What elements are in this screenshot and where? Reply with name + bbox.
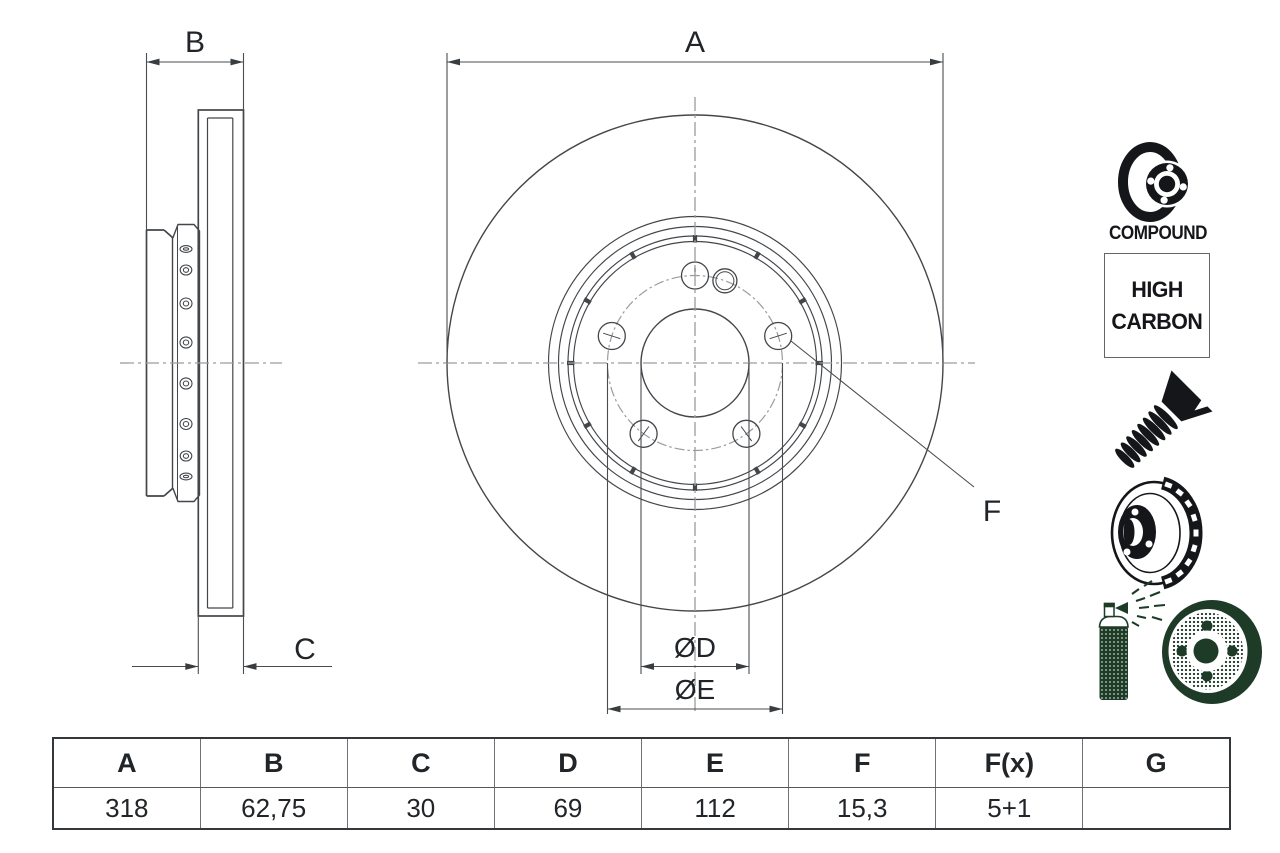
dim-label-d: ØD bbox=[674, 632, 716, 663]
table-value-cell: 62,75 bbox=[199, 787, 348, 830]
dim-label-a: A bbox=[685, 26, 705, 59]
high-carbon-badge: HIGH CARBON bbox=[1104, 253, 1210, 358]
table-header-cell: A bbox=[52, 737, 201, 788]
dimension-c bbox=[132, 616, 332, 674]
table-header-cell: C bbox=[346, 737, 495, 788]
countersunk-screw-icon bbox=[1115, 370, 1213, 468]
table-header-cell: F bbox=[788, 737, 937, 788]
table-header-cell: F(x) bbox=[935, 737, 1084, 788]
table-header-row: A B C D E F F(x) G bbox=[52, 737, 1231, 788]
table-value-cell: 30 bbox=[346, 787, 495, 830]
bolt-holes bbox=[597, 261, 793, 448]
dim-label-e: ØE bbox=[675, 674, 715, 705]
dim-label-f: F bbox=[983, 495, 1001, 528]
front-view bbox=[418, 97, 975, 714]
bolt-hole bbox=[597, 321, 626, 351]
bolt-hole bbox=[680, 261, 710, 290]
spray-coated-disc-icon bbox=[1098, 580, 1262, 704]
table-value-cell: 15,3 bbox=[788, 787, 937, 830]
high-carbon-line1: HIGH bbox=[1131, 276, 1183, 302]
table-value-cell: 112 bbox=[640, 787, 790, 830]
compound-disc-icon bbox=[1118, 142, 1191, 222]
table-header-cell: G bbox=[1082, 737, 1231, 788]
technical-drawing: B C bbox=[120, 26, 1262, 714]
table-value-row: 318 62,75 30 69 112 15,3 5+1 bbox=[52, 787, 1231, 830]
bolt-hole bbox=[764, 321, 793, 351]
table-header-cell: E bbox=[640, 737, 790, 788]
dimension-b bbox=[145, 53, 245, 230]
dimension-d bbox=[640, 363, 750, 674]
table-value-cell: 318 bbox=[52, 787, 201, 830]
spray-can bbox=[1098, 602, 1129, 700]
high-carbon-line2: CARBON bbox=[1111, 308, 1203, 334]
dimension-e bbox=[606, 363, 784, 714]
dim-label-b: B bbox=[185, 26, 205, 59]
f-leader-line bbox=[790, 340, 975, 488]
compound-label: COMPOUND bbox=[1108, 223, 1208, 244]
cross-section-view bbox=[120, 109, 282, 617]
bolt-hole bbox=[629, 419, 658, 448]
dimension-a bbox=[446, 53, 944, 363]
bolt-hole bbox=[732, 419, 761, 448]
vented-disc-icon bbox=[1110, 476, 1203, 590]
crosshair-centerlines bbox=[418, 97, 975, 714]
spray-mist bbox=[1131, 580, 1166, 627]
dimension-table: A B C D E F F(x) G 318 62,75 30 69 112 1… bbox=[52, 737, 1231, 830]
table-header-cell: D bbox=[493, 737, 643, 788]
table-value-cell: 69 bbox=[493, 787, 643, 830]
table-header-cell: B bbox=[199, 737, 348, 788]
table-value-cell: 5+1 bbox=[935, 787, 1084, 830]
table-value-cell bbox=[1082, 787, 1231, 830]
hat-rivets bbox=[179, 245, 193, 481]
vent-slots bbox=[1164, 481, 1199, 585]
pin-hole bbox=[712, 268, 738, 294]
dim-label-c: C bbox=[294, 633, 316, 666]
